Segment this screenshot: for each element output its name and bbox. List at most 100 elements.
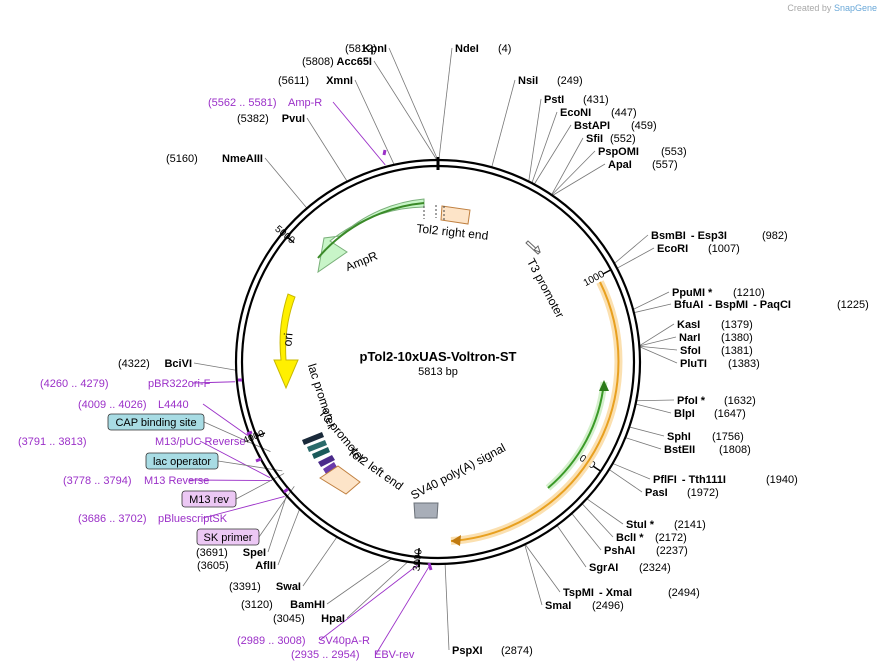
restriction-site-bcivi[interactable]: (4322)BciVI [118, 358, 192, 370]
sv40-polya-feature[interactable] [413, 502, 439, 519]
site-name: Tth111I [689, 474, 726, 486]
restriction-site-psti[interactable]: PstI(431) [544, 94, 609, 106]
scale-tick-label: 3000 [411, 548, 424, 572]
restriction-site-pshai[interactable]: PshAI(2237) [604, 545, 688, 557]
restriction-site-pspomi[interactable]: PspOMI(553) [598, 146, 687, 158]
site-position: (1007) [708, 243, 740, 255]
site-name: BfuAI [674, 299, 703, 311]
feature-label-tol2-right-end: Tol2 right end [416, 221, 489, 242]
site-leader-line [524, 544, 561, 593]
restriction-site-kasi[interactable]: KasI(1379) [677, 319, 753, 331]
site-name: PflFI [653, 474, 677, 486]
restriction-site-pasi[interactable]: PasI(1972) [645, 487, 719, 499]
restriction-site-nari[interactable]: NarI(1380) [679, 332, 753, 344]
scale-tick-label: 5000 [273, 224, 297, 247]
methylation-star: * [650, 519, 655, 531]
restriction-site-kpni[interactable]: (5812)KpnI [345, 43, 387, 55]
restriction-site-sgrai[interactable]: SgrAI(2324) [589, 562, 671, 574]
primer-pbluescriptsk[interactable]: (3686 .. 3702)pBluescriptSK [78, 513, 228, 525]
primer-leader-line [202, 403, 249, 437]
restriction-site-apai[interactable]: ApaI(557) [608, 159, 678, 171]
site-name: NsiI [518, 75, 538, 87]
primer-amp-r[interactable]: (5562 .. 5581)Amp-R [208, 97, 322, 109]
site-leader-line [551, 150, 596, 196]
restriction-site-bfuai[interactable]: BfuAI- BspMI- PaqCI(1225) [674, 299, 869, 311]
restriction-site-smai[interactable]: SmaI(2496) [545, 600, 624, 612]
ori-feature[interactable] [273, 293, 299, 390]
site-name: XmaI [606, 587, 632, 599]
restriction-site-ecori[interactable]: EcoRI(1007) [657, 243, 740, 255]
restriction-site-nmeaiii[interactable]: (5160)NmeAIII [166, 153, 263, 165]
primer-m13-reverse[interactable]: (3778 .. 3794)M13 Reverse [63, 475, 209, 487]
restriction-site-blpi[interactable]: BlpI(1647) [674, 408, 746, 420]
site-name-label: PflFI- Tth111I [653, 474, 726, 486]
restriction-site-pflfi[interactable]: PflFI- Tth111I(1940) [653, 474, 798, 486]
restriction-site-hpai[interactable]: (3045)HpaI [273, 613, 345, 625]
primer-sv40pa-r[interactable]: (2989 .. 3008)SV40pA-R [237, 635, 370, 647]
restriction-site-stui[interactable]: StuI*(2141) [626, 519, 706, 531]
primer-name: pBluescriptSK [158, 513, 228, 525]
site-name: PaqCI [760, 299, 791, 311]
tol2-right-end-feature[interactable] [440, 205, 471, 225]
restriction-site-pspxi[interactable]: PspXI(2874) [452, 645, 533, 657]
t3-promoter-feature-top[interactable] [525, 240, 541, 255]
site-leader-line [616, 247, 655, 269]
primer-l4440[interactable]: (4009 .. 4026)L4440 [78, 399, 189, 411]
restriction-site-sfii[interactable]: SfiI(552) [586, 133, 636, 145]
restriction-site-ndei[interactable]: NdeI(4) [455, 43, 511, 55]
primer-pbr322ori-f[interactable]: (4260 .. 4279)pBR322ori-F [40, 378, 211, 390]
restriction-site-aflii[interactable]: (3605)AflII [197, 560, 276, 572]
feature-box-background [181, 490, 237, 508]
site-name: BsmBI [651, 230, 686, 242]
feature-box-cap-binding-site[interactable]: CAP binding site [107, 413, 205, 431]
restriction-site-pluti[interactable]: PluTI(1383) [680, 358, 760, 370]
restriction-site-bsmbi[interactable]: BsmBI- Esp3I(982) [651, 230, 788, 242]
site-name-label: BstEII [664, 444, 695, 456]
site-position: (3120) [241, 599, 273, 611]
restriction-site-sfoi[interactable]: SfoI (1381) [680, 345, 753, 357]
site-position: (1225) [837, 299, 869, 311]
site-name-label: PstI [544, 94, 564, 106]
restriction-site-xmni[interactable]: (5611)XmnI [278, 75, 353, 87]
ampr-feature[interactable] [317, 198, 437, 274]
site-position: (2496) [592, 600, 624, 612]
site-name: SgrAI [589, 562, 618, 574]
site-leader-line [586, 498, 624, 525]
site-position: (5611) [278, 75, 309, 87]
lac-region-markers[interactable] [302, 432, 337, 474]
restriction-site-bstapi[interactable]: BstAPI(459) [574, 120, 657, 132]
restriction-site-sphi[interactable]: SphI(1756) [667, 431, 744, 443]
site-leader-line [635, 403, 672, 414]
feature-box-m13-rev[interactable]: M13 rev [181, 490, 237, 508]
restriction-site-bsteii[interactable]: BstEII(1808) [664, 444, 751, 456]
site-leader-line [639, 323, 675, 347]
restriction-site-acc65i[interactable]: (5808)Acc65I [302, 56, 372, 68]
restriction-site-spei[interactable]: (3691)SpeI [196, 547, 266, 559]
restriction-site-pvui[interactable]: (5382)PvuI [237, 113, 305, 125]
primer-leader-line [375, 565, 430, 655]
site-name-label: BciVI [164, 358, 192, 370]
primer-ebv-rev[interactable]: (2935 .. 2954)EBV-rev [291, 649, 415, 661]
feature-box-lac-operator[interactable]: lac operator [145, 452, 219, 470]
restriction-site-bamhi[interactable]: (3120)BamHI [241, 599, 325, 611]
feature-box-sk-primer[interactable]: SK primer [196, 528, 260, 546]
restriction-site-nsii[interactable]: NsiI(249) [518, 75, 583, 87]
site-leader-line [264, 157, 308, 209]
restriction-site-pfoi[interactable]: PfoI*(1632) [677, 395, 756, 407]
restriction-site-econi[interactable]: EcoNI(447) [560, 107, 637, 119]
site-position: (5808) [302, 56, 334, 68]
primer-m13-puc-reverse[interactable]: (3791 .. 3813)M13/pUC Reverse [18, 436, 245, 448]
tol2-left-end-feature[interactable] [319, 465, 361, 495]
site-name: SfoI [680, 345, 701, 357]
restriction-site-swai[interactable]: (3391)SwaI [229, 581, 301, 593]
site-name: PvuI [282, 113, 305, 125]
site-position: (1381) [721, 345, 753, 357]
site-position: (1647) [714, 408, 746, 420]
feature-box-background [145, 452, 219, 470]
site-name-label: SpeI [243, 547, 266, 559]
restriction-site-ppumi[interactable]: PpuMI*(1210) [672, 287, 765, 299]
restriction-site-bcli[interactable]: BclI*(2172) [616, 532, 687, 544]
restriction-site-tspmi[interactable]: TspMI- XmaI(2494) [563, 587, 700, 599]
